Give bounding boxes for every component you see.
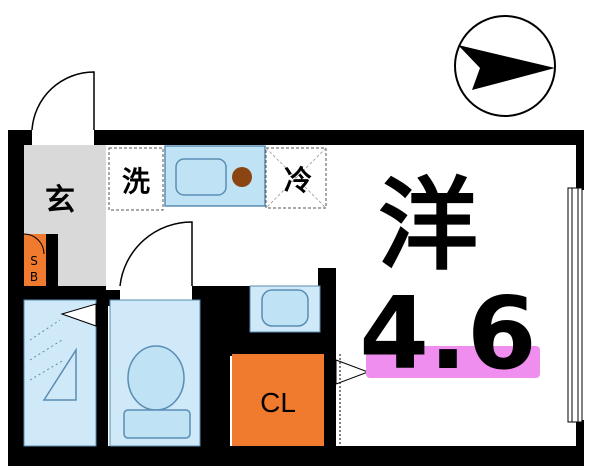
toilet-tank [123,409,191,439]
fridge-space: 冷 [265,147,327,209]
shower-head-icon [42,347,77,401]
washer-space: 洗 [108,147,164,211]
shower-door[interactable] [60,303,97,327]
entrance-door[interactable] [31,71,95,131]
closet[interactable]: CL [232,354,370,446]
shoebox-label-s: S [30,254,38,268]
kitchen-counter [164,145,266,207]
compass [454,15,556,117]
closet-door[interactable] [335,359,370,385]
window-right [567,187,583,423]
fridge-label: 冷 [284,164,312,197]
toilet-bowl [127,345,185,411]
north-arrow-icon [458,45,555,90]
size-highlight [366,346,540,378]
outer-walls [8,130,584,466]
shoebox: S B [23,233,46,286]
interior-walls [24,234,336,446]
shower-room [23,299,101,447]
main-room: 洋 4.6 [359,167,540,392]
washbasin [249,285,321,333]
toilet-room [109,299,201,447]
kitchen-sink [175,158,227,196]
shoebox-label-b: B [30,270,38,284]
stove-burner [232,167,252,187]
room-type-label: 洋 [378,167,478,284]
closet-label: CL [260,387,296,418]
washer-label: 洗 [122,165,150,198]
toilet-door[interactable] [119,221,193,287]
entrance-label: 玄 [45,183,75,218]
room-size-label: 4.6 [359,275,536,392]
